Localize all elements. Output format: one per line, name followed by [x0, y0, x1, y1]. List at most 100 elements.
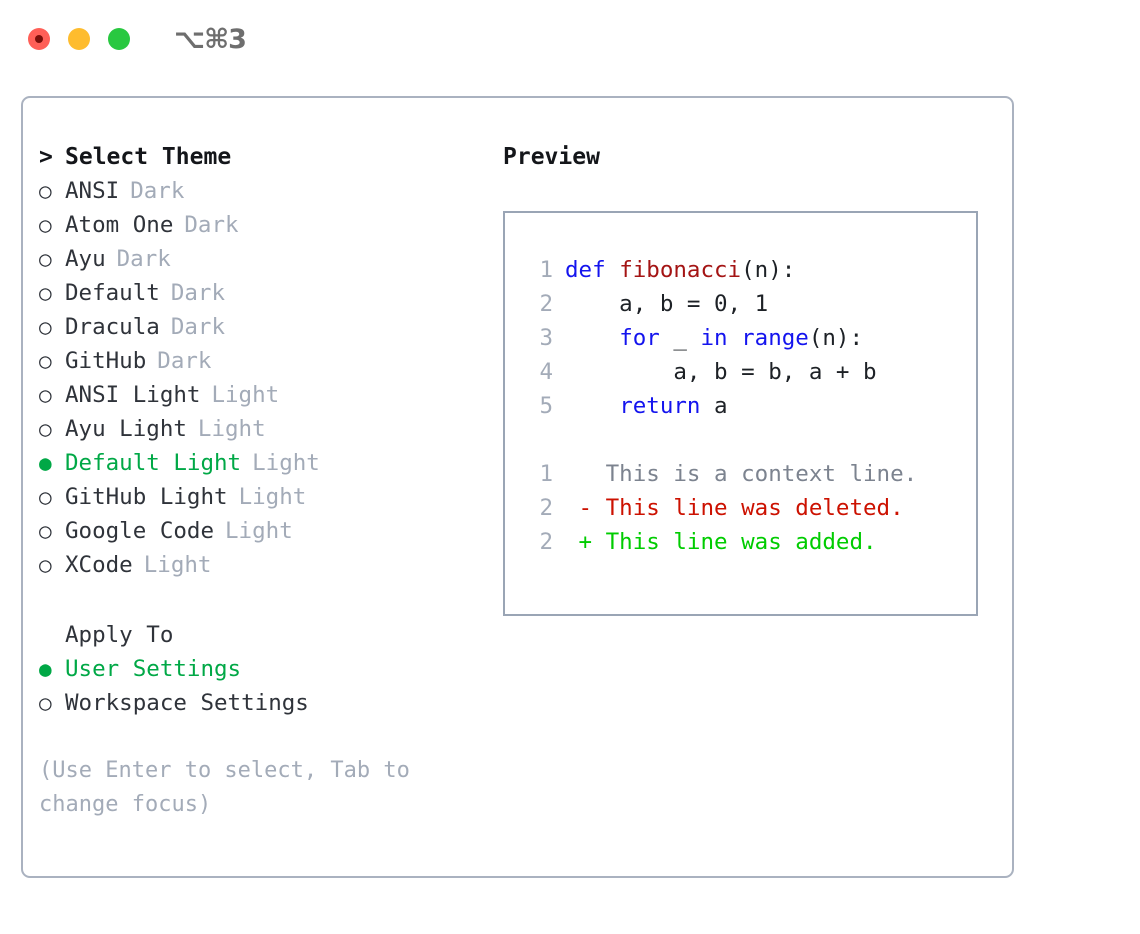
- code-token: def: [565, 257, 606, 283]
- code-line: 2 a, b = 0, 1: [519, 291, 976, 325]
- theme-variant-badge: Dark: [116, 246, 171, 272]
- theme-option-label: Default: [65, 280, 160, 306]
- theme-option-label: Google Code: [65, 518, 215, 544]
- radio-unselected-icon: ○: [39, 247, 52, 271]
- apply-to-option-row[interactable]: ● User Settings: [39, 656, 489, 690]
- radio-unselected-icon: ○: [39, 383, 52, 407]
- radio-unselected-icon: ○: [39, 315, 52, 339]
- theme-option-row[interactable]: ○ Ayu Dark: [39, 246, 489, 280]
- code-token: for: [619, 325, 660, 351]
- theme-option-label: Ayu: [65, 246, 106, 272]
- theme-option-label: GitHub: [65, 348, 147, 374]
- apply-to-heading-label: Apply To: [65, 622, 174, 648]
- code-line-number: 4: [539, 359, 553, 385]
- code-token: (n):: [741, 257, 796, 283]
- select-theme-heading: > Select Theme: [39, 144, 489, 178]
- theme-option-label: XCode: [65, 552, 133, 578]
- theme-option-label: Dracula: [65, 314, 160, 340]
- theme-variant-badge: Dark: [130, 178, 185, 204]
- theme-option-label: ANSI: [65, 178, 120, 204]
- code-token: [565, 325, 619, 351]
- diff-line: 1 This is a context line.: [519, 461, 976, 495]
- code-token: [565, 393, 619, 419]
- theme-option-label: Ayu Light: [65, 416, 187, 442]
- code-token: a: [700, 393, 728, 419]
- code-line: 3 for _ in range(n):: [519, 325, 976, 359]
- theme-variant-badge: Light: [238, 484, 307, 510]
- code-token: return: [619, 393, 701, 419]
- theme-variant-badge: Dark: [170, 314, 226, 340]
- theme-option-label: Default Light: [65, 450, 242, 476]
- diff-sample: 1 This is a context line.2 - This line w…: [519, 461, 976, 563]
- close-window-button[interactable]: [28, 28, 50, 50]
- code-line-number: 2: [539, 291, 553, 317]
- code-token: fibonacci: [619, 257, 742, 283]
- code-token: a, b = b, a + b: [565, 359, 877, 385]
- diff-line: 2 + This line was added.: [519, 529, 976, 563]
- select-theme-heading-label: Select Theme: [65, 144, 232, 170]
- diff-line-number: 2: [539, 495, 553, 521]
- minimize-window-button[interactable]: [68, 28, 90, 50]
- code-line-text: for _ in range(n):: [565, 325, 863, 351]
- radio-unselected-icon: ○: [39, 553, 52, 577]
- radio-selected-icon: ●: [39, 451, 52, 475]
- code-token: [606, 257, 620, 283]
- prompt-caret-icon: >: [39, 144, 53, 170]
- theme-option-row[interactable]: ○ ANSI Dark: [39, 178, 489, 212]
- apply-to-option-label: User Settings: [65, 656, 242, 682]
- apply-to-heading: Apply To: [39, 622, 489, 656]
- theme-option-row[interactable]: ○ Ayu Light Light: [39, 416, 489, 450]
- theme-variant-badge: Dark: [170, 280, 226, 306]
- theme-variant-badge: Dark: [157, 348, 212, 374]
- code-token: (n):: [808, 325, 864, 351]
- diff-line-text: - This line was deleted.: [565, 495, 904, 521]
- traffic-lights: [28, 28, 130, 50]
- radio-unselected-icon: ○: [39, 691, 52, 715]
- theme-variant-badge: Light: [143, 552, 212, 578]
- code-line: 4 a, b = b, a + b: [519, 359, 976, 393]
- code-line: 5 return a: [519, 393, 976, 427]
- keyboard-shortcut-label: ⌥⌘3: [174, 23, 247, 55]
- diff-line-number: 1: [539, 461, 553, 487]
- theme-option-row[interactable]: ○ XCode Light: [39, 552, 489, 586]
- theme-variant-badge: Light: [197, 416, 266, 442]
- radio-unselected-icon: ○: [39, 179, 52, 203]
- code-token: [728, 325, 742, 351]
- theme-variant-badge: Dark: [184, 212, 239, 238]
- code-line-text: a, b = b, a + b: [565, 359, 877, 385]
- code-line-number: 3: [539, 325, 553, 351]
- radio-selected-icon: ●: [39, 657, 52, 681]
- theme-variant-badge: Light: [252, 450, 320, 476]
- radio-unselected-icon: ○: [39, 417, 52, 441]
- theme-variant-badge: Light: [211, 382, 280, 408]
- theme-option-row[interactable]: ● Default Light Light: [39, 450, 489, 484]
- code-line-number: 5: [539, 393, 553, 419]
- diff-line: 2 - This line was deleted.: [519, 495, 976, 529]
- diff-line-number: 2: [539, 529, 553, 555]
- code-token: _: [659, 325, 701, 351]
- code-diff-separator: [519, 427, 976, 461]
- apply-to-option-row[interactable]: ○Workspace Settings: [39, 690, 489, 724]
- keyboard-hint-text: (Use Enter to select, Tab to change focu…: [39, 758, 424, 818]
- theme-option-label: Atom One: [65, 212, 174, 238]
- apply-to-options-list: ● User Settings ○Workspace Settings: [39, 656, 489, 724]
- theme-option-row[interactable]: ○ Dracula Dark: [39, 314, 489, 348]
- code-token: range: [741, 325, 809, 351]
- theme-option-label: GitHub Light: [65, 484, 228, 510]
- diff-line-text: This is a context line.: [565, 461, 918, 487]
- maximize-window-button[interactable]: [108, 28, 130, 50]
